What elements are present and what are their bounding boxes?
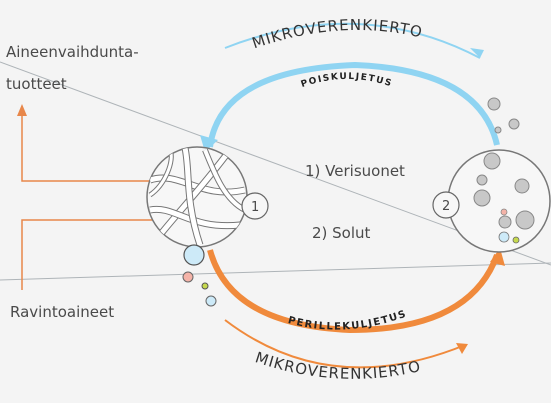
vessels-label: 1) Verisuonet	[305, 162, 405, 180]
cells-label: 2) Solut	[312, 224, 371, 242]
metabolites-label-line1: Aineenvaihdunta-	[6, 43, 139, 61]
circle1-number-badge	[241, 192, 269, 220]
nutrients-label: Ravintoaineet	[10, 303, 114, 321]
delivery-arc-thin	[224, 319, 466, 369]
delivery-arc-thin-arrowhead	[456, 343, 468, 354]
metabolites-outflow-arrow	[21, 108, 190, 182]
top-subtitle-text: POISKULJETUS	[300, 72, 392, 90]
circle2-number-badge	[432, 191, 460, 219]
top-title-text: MIKROVERENKIERTO	[250, 16, 424, 52]
delivery-arc	[207, 249, 500, 334]
nutrient-particles	[182, 244, 217, 307]
metabolites-label-line2: tuotteet	[6, 75, 67, 93]
circle2-number: 2	[442, 199, 450, 214]
bottom-title-text: MIKROVERENKIERTO	[253, 348, 422, 383]
top-subtitle: POISKULJETUS	[300, 72, 394, 90]
top-title: MIKROVERENKIERTO	[250, 16, 425, 52]
circle1-number: 1	[251, 200, 259, 215]
vessel-circle	[146, 146, 269, 248]
removal-arc-thin	[224, 22, 481, 59]
bottom-title: MIKROVERENKIERTO	[253, 348, 423, 383]
removal-arc	[207, 61, 500, 148]
nutrients-inflow-arrow	[21, 219, 185, 290]
metabolite-particles	[487, 97, 520, 134]
metabolites-outflow-arrowhead	[17, 104, 27, 116]
cell-circle	[432, 149, 551, 253]
removal-arc-thin-arrowhead	[470, 48, 484, 58]
membrane-line-lower	[0, 262, 551, 281]
